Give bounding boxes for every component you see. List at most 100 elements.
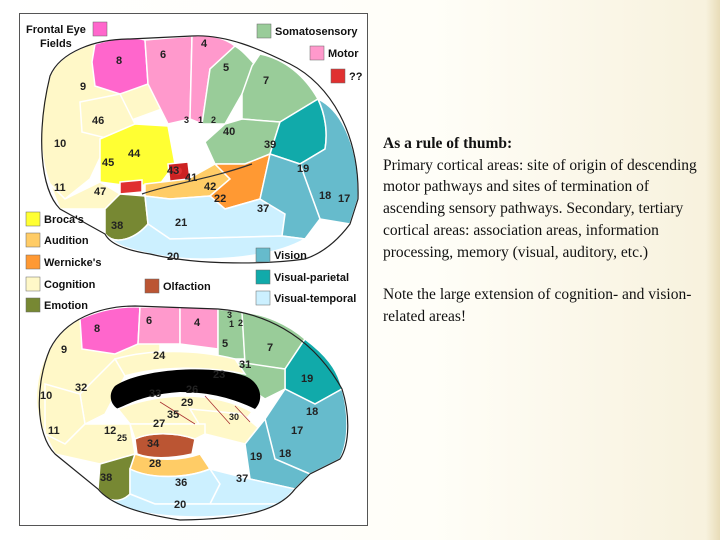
med-label-23: 23 xyxy=(213,369,225,381)
lat-label-1: 1 xyxy=(198,115,203,125)
med-label-2: 2 xyxy=(238,318,243,328)
lat-label-19: 19 xyxy=(297,163,309,175)
legend-swatch-visual-temporal xyxy=(255,290,271,306)
lat-label-22: 22 xyxy=(214,193,226,205)
lateral-area-7 xyxy=(241,53,320,123)
medial-area-6 xyxy=(137,306,181,345)
lateral-area-37 xyxy=(259,153,321,240)
med-label-20: 20 xyxy=(174,499,186,511)
med-label-30: 30 xyxy=(229,412,239,422)
lat-label-7: 7 xyxy=(263,75,269,87)
legend-swatch-somatosensory xyxy=(256,23,272,39)
notes-text-block: As a rule of thumb: Primary cortical are… xyxy=(383,133,705,328)
med-label-32: 32 xyxy=(75,382,87,394)
medial-area-8 xyxy=(79,306,141,355)
lat-label-5: 5 xyxy=(223,62,229,74)
legend-swatch-brocas xyxy=(25,211,41,227)
med-label-1: 1 xyxy=(229,319,234,329)
med-label-35: 35 xyxy=(167,409,179,421)
legend-middle: Broca's Audition Wernicke's Cognition Em… xyxy=(25,211,356,313)
medial-area-27-35 xyxy=(128,423,206,441)
med-label-9: 9 xyxy=(61,344,67,356)
lat-label-4: 4 xyxy=(201,38,208,50)
notes-paragraph-1: Primary cortical areas: site of origin o… xyxy=(383,156,697,261)
med-label-29: 29 xyxy=(181,397,193,409)
legend-swatch-vision xyxy=(255,247,271,263)
medial-number-labels: 6 4 3 1 2 8 5 7 9 24 31 23 19 32 33 26 2… xyxy=(40,310,318,511)
legend-swatch-motor xyxy=(309,45,325,61)
lateral-sylvian-fissure xyxy=(141,163,253,195)
legend-swatch-wernickes xyxy=(25,254,41,270)
brain-diagram-svg: 8 6 4 5 7 9 46 3 1 2 40 39 10 44 45 43 4… xyxy=(25,21,363,521)
lat-label-37: 37 xyxy=(257,203,269,215)
legend-motor: Motor xyxy=(328,48,359,60)
med-label-6: 6 xyxy=(146,315,152,327)
lat-label-42: 42 xyxy=(204,181,216,193)
med-label-38: 38 xyxy=(100,472,112,484)
med-label-34: 34 xyxy=(147,438,160,450)
lat-label-45: 45 xyxy=(102,157,114,169)
lat-label-2: 2 xyxy=(211,115,216,125)
lat-label-40: 40 xyxy=(223,126,235,138)
med-label-5: 5 xyxy=(222,338,228,350)
legend-swatch-unknown xyxy=(330,68,346,84)
med-label-37: 37 xyxy=(236,473,248,485)
med-label-3: 3 xyxy=(227,310,232,320)
legend-wernickes: Wernicke's xyxy=(44,257,101,269)
lateral-area-47 xyxy=(119,179,143,195)
med-label-19b: 19 xyxy=(250,451,262,463)
legend-swatch-visual-parietal xyxy=(255,269,271,285)
med-label-18a: 18 xyxy=(306,406,318,418)
lateral-red-spot xyxy=(174,167,182,175)
med-label-26: 26 xyxy=(186,384,198,396)
med-label-28: 28 xyxy=(149,458,161,470)
legend-frontal-eye-line2: Fields xyxy=(40,38,72,50)
legend-swatch-frontal-eye xyxy=(92,21,108,37)
legend-somatosensory: Somatosensory xyxy=(275,26,358,38)
med-label-27: 27 xyxy=(153,418,165,430)
legend-visual-parietal: Visual-parietal xyxy=(274,272,349,284)
lateral-outline xyxy=(41,35,359,264)
med-label-10: 10 xyxy=(40,390,52,402)
lat-label-9: 9 xyxy=(80,81,86,93)
med-label-24: 24 xyxy=(153,350,166,362)
legend-swatch-emotion xyxy=(25,297,41,313)
medial-area-24 xyxy=(113,350,247,377)
lat-label-41: 41 xyxy=(185,172,197,184)
med-label-19a: 19 xyxy=(301,373,313,385)
legend-brocas: Broca's xyxy=(44,214,84,226)
med-label-11: 11 xyxy=(48,425,60,437)
legend-top: Frontal Eye Fields Somatosensory Motor ?… xyxy=(26,21,363,84)
brain-areas-figure: 8 6 4 5 7 9 46 3 1 2 40 39 10 44 45 43 4… xyxy=(19,13,368,526)
medial-brain-view xyxy=(35,305,349,521)
lat-label-44: 44 xyxy=(128,148,141,160)
lat-label-17: 17 xyxy=(338,193,350,205)
lat-label-46: 46 xyxy=(92,115,104,127)
legend-emotion: Emotion xyxy=(44,300,88,312)
legend-audition: Audition xyxy=(44,235,89,247)
lat-label-20: 20 xyxy=(167,251,179,263)
legend-olfaction: Olfaction xyxy=(163,281,211,293)
lat-label-11: 11 xyxy=(54,182,66,194)
medial-area-11-12-25 xyxy=(43,423,136,465)
med-label-25: 25 xyxy=(117,433,127,443)
med-label-8: 8 xyxy=(94,323,100,335)
lat-label-21: 21 xyxy=(175,217,187,229)
med-label-33: 33 xyxy=(149,388,161,400)
lateral-number-labels: 8 6 4 5 7 9 46 3 1 2 40 39 10 44 45 43 4… xyxy=(54,38,350,263)
legend-swatch-audition xyxy=(25,232,41,248)
lat-label-3: 3 xyxy=(184,115,189,125)
legend-swatch-cognition xyxy=(25,276,41,292)
medial-corpus-callosum xyxy=(110,369,261,409)
medial-fornix-lines xyxy=(159,395,251,425)
med-label-18b: 18 xyxy=(279,448,291,460)
lat-label-8: 8 xyxy=(116,55,122,67)
med-label-4: 4 xyxy=(194,317,201,329)
lateral-brain-view xyxy=(40,34,359,264)
lateral-brocas-area xyxy=(99,123,176,187)
legend-cognition: Cognition xyxy=(44,279,96,291)
lat-label-38: 38 xyxy=(111,220,123,232)
legend-visual-temporal: Visual-temporal xyxy=(274,293,356,305)
med-label-36: 36 xyxy=(175,477,187,489)
legend-frontal-eye-line1: Frontal Eye xyxy=(26,24,86,36)
